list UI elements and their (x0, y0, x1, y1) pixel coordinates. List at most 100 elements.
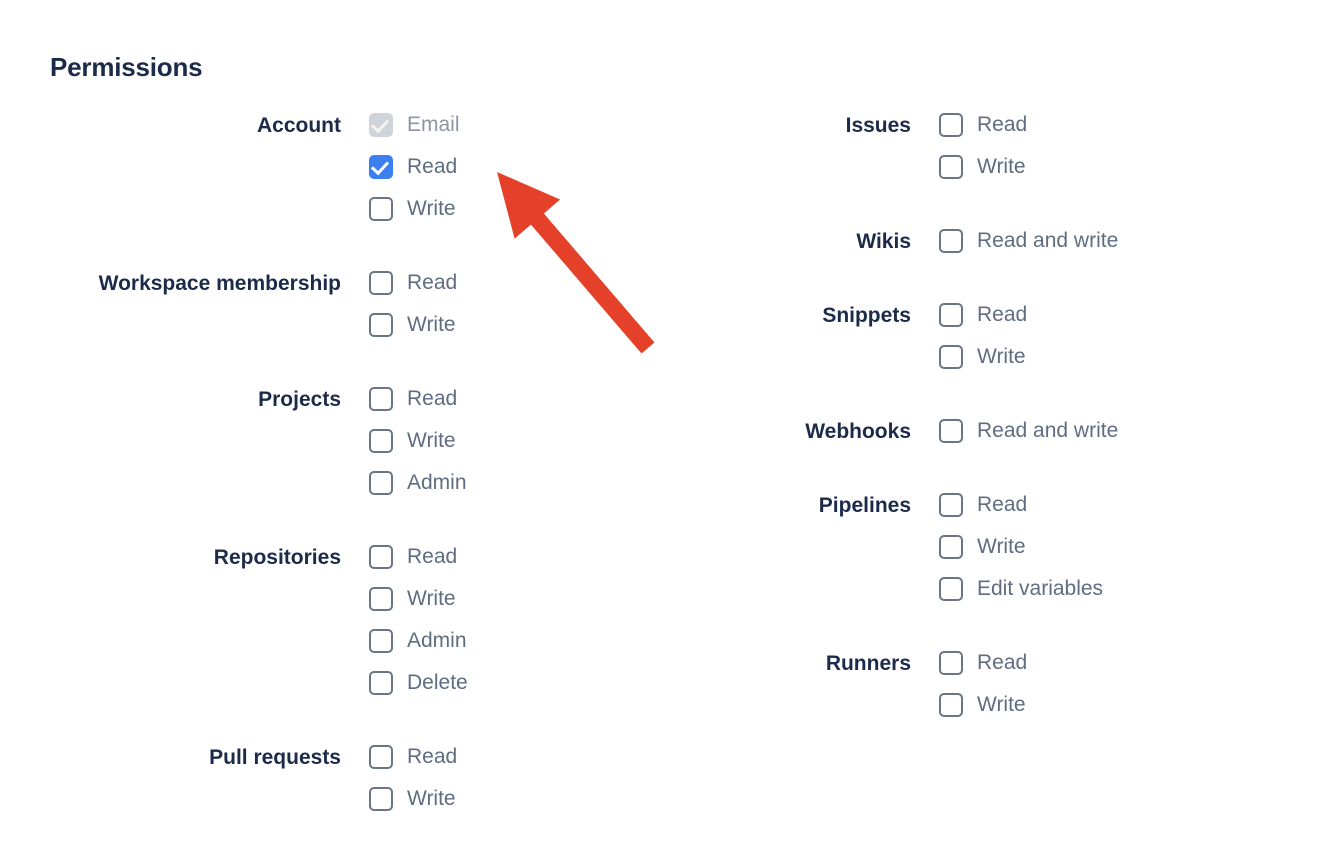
checkbox-projects-write[interactable] (369, 429, 393, 453)
permission-option-issues-read[interactable]: Read (939, 104, 1320, 146)
option-label-account-email: Email (407, 113, 460, 136)
option-label-repositories-delete: Delete (407, 671, 468, 694)
option-label-account-write: Write (407, 197, 456, 220)
checkbox-runners-read[interactable] (939, 651, 963, 675)
checkbox-issues-write[interactable] (939, 155, 963, 179)
checkbox-account-write[interactable] (369, 197, 393, 221)
permission-group-webhooks: Webhooks Read and write (660, 410, 1320, 452)
option-label-snippets-read: Read (977, 303, 1028, 326)
checkbox-pipelines-edit-variables[interactable] (939, 577, 963, 601)
checkbox-pipelines-read[interactable] (939, 493, 963, 517)
checkbox-pipelines-write[interactable] (939, 535, 963, 559)
option-label-runners-read: Read (977, 651, 1028, 674)
permission-option-repositories-write[interactable]: Write (369, 578, 660, 620)
permission-option-repositories-admin[interactable]: Admin (369, 620, 660, 662)
checkbox-account-read[interactable] (369, 155, 393, 179)
page-title: Permissions (50, 52, 203, 82)
checkbox-snippets-write[interactable] (939, 345, 963, 369)
group-label-pipelines: Pipelines (818, 494, 911, 517)
permission-option-account-read[interactable]: Read (369, 146, 660, 188)
checkbox-pull-requests-read[interactable] (369, 745, 393, 769)
permission-option-projects-read[interactable]: Read (369, 378, 660, 420)
permission-option-pull-requests-write[interactable]: Write (369, 778, 660, 820)
option-label-repositories-admin: Admin (407, 629, 467, 652)
option-label-issues-write: Write (977, 155, 1026, 178)
option-label-pipelines-write: Write (977, 535, 1026, 558)
option-label-pipelines-edit-variables: Edit variables (977, 577, 1104, 600)
group-label-wikis: Wikis (856, 230, 911, 253)
option-label-projects-read: Read (407, 387, 458, 410)
option-label-repositories-read: Read (407, 545, 458, 568)
permission-option-wikis-read-and-write[interactable]: Read and write (939, 220, 1320, 262)
option-label-runners-write: Write (977, 693, 1026, 716)
permission-option-snippets-read[interactable]: Read (939, 294, 1320, 336)
group-label-runners: Runners (825, 652, 911, 675)
group-label-pull-requests: Pull requests (209, 746, 341, 769)
checkbox-issues-read[interactable] (939, 113, 963, 137)
permission-option-repositories-read[interactable]: Read (369, 536, 660, 578)
permission-option-issues-write[interactable]: Write (939, 146, 1320, 188)
permission-option-workspace-membership-write[interactable]: Write (369, 304, 660, 346)
checkbox-account-email (369, 113, 393, 137)
permission-option-runners-read[interactable]: Read (939, 642, 1320, 684)
option-label-workspace-membership-read: Read (407, 271, 458, 294)
permission-option-pull-requests-read[interactable]: Read (369, 736, 660, 778)
checkbox-repositories-read[interactable] (369, 545, 393, 569)
permission-option-projects-write[interactable]: Write (369, 420, 660, 462)
option-label-account-read: Read (407, 155, 458, 178)
permission-option-snippets-write[interactable]: Write (939, 336, 1320, 378)
checkbox-pull-requests-write[interactable] (369, 787, 393, 811)
permission-option-workspace-membership-read[interactable]: Read (369, 262, 660, 304)
permission-option-account-email[interactable]: Email (369, 104, 660, 146)
checkbox-workspace-membership-write[interactable] (369, 313, 393, 337)
group-label-workspace-membership: Workspace membership (98, 272, 341, 295)
permission-option-repositories-delete[interactable]: Delete (369, 662, 660, 704)
option-label-workspace-membership-write: Write (407, 313, 456, 336)
permission-option-pipelines-write[interactable]: Write (939, 526, 1320, 568)
checkbox-webhooks-read-and-write[interactable] (939, 419, 963, 443)
permission-option-webhooks-read-and-write[interactable]: Read and write (939, 410, 1320, 452)
checkbox-runners-write[interactable] (939, 693, 963, 717)
permission-option-pipelines-edit-variables[interactable]: Edit variables (939, 568, 1320, 610)
checkbox-repositories-delete[interactable] (369, 671, 393, 695)
checkbox-repositories-admin[interactable] (369, 629, 393, 653)
group-label-repositories: Repositories (213, 546, 341, 569)
option-label-pipelines-read: Read (977, 493, 1028, 516)
check-icon (370, 156, 390, 176)
checkbox-repositories-write[interactable] (369, 587, 393, 611)
option-label-snippets-write: Write (977, 345, 1026, 368)
group-label-issues: Issues (845, 114, 911, 137)
checkbox-snippets-read[interactable] (939, 303, 963, 327)
permission-option-pipelines-read[interactable]: Read (939, 484, 1320, 526)
checkbox-wikis-read-and-write[interactable] (939, 229, 963, 253)
permission-option-projects-admin[interactable]: Admin (369, 462, 660, 504)
group-options-wikis: Read and write (911, 220, 1320, 262)
group-label-snippets: Snippets (822, 304, 911, 327)
checkbox-projects-read[interactable] (369, 387, 393, 411)
permission-option-runners-write[interactable]: Write (939, 684, 1320, 726)
group-label-webhooks: Webhooks (805, 420, 911, 443)
checkbox-workspace-membership-read[interactable] (369, 271, 393, 295)
option-label-issues-read: Read (977, 113, 1028, 136)
permission-option-account-write[interactable]: Write (369, 188, 660, 230)
checkbox-projects-admin[interactable] (369, 471, 393, 495)
